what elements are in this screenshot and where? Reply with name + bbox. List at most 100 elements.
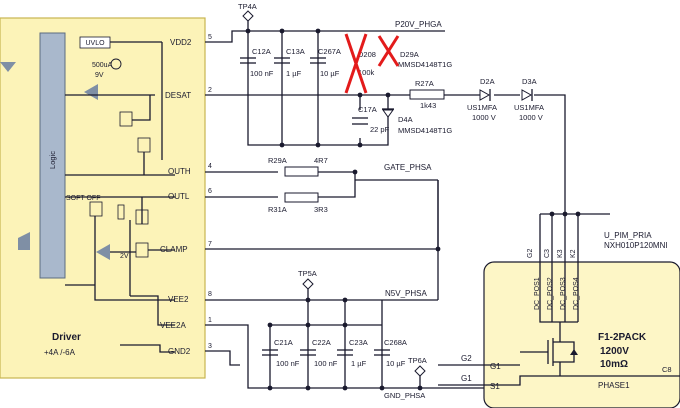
resistor-r27a: R27A 1k43 xyxy=(409,79,445,110)
c8-label: C8 xyxy=(662,365,672,374)
driver-internal-wiring xyxy=(65,42,175,353)
cap-c22a: C22A 100 nF xyxy=(300,338,338,368)
tp5a-label: TP5A xyxy=(298,269,317,278)
current-source-icon xyxy=(110,58,122,70)
net-gate-wire xyxy=(205,171,438,198)
desat-filter-wiring xyxy=(359,95,389,146)
cap-c13a-value: 1 µF xyxy=(286,69,302,78)
removed-d29a-value: MMSD4148T1G xyxy=(398,60,452,69)
resistor-r29a: R29A 4R7 xyxy=(268,156,328,177)
removed-parts-group: D208 100k D29A MMSD4148T1G xyxy=(344,33,452,94)
cap-c17a-ref: C17A xyxy=(358,105,377,114)
module-ref-label: U_PIM_PRIA xyxy=(604,231,652,240)
cap-c23a-value: 1 µF xyxy=(351,359,367,368)
diode-d4a: D4A MMSD4148T1G xyxy=(382,108,452,135)
diode-d2a-rating: 1000 V xyxy=(472,113,496,122)
soft-off-label: SOFT OFF xyxy=(66,195,100,202)
resistor-r31a-ref: R31A xyxy=(268,205,287,214)
input-arrow-top xyxy=(0,62,16,72)
soft-off-resistor-icon xyxy=(117,204,125,220)
module-part-label: NXH010P120MNI xyxy=(604,241,668,250)
cap-c17a: C17A 22 pF xyxy=(352,105,390,134)
module-pin-k2: K2 xyxy=(570,249,577,258)
cap-c267a: C267A 10 µF xyxy=(310,47,341,78)
logic-block xyxy=(39,32,66,279)
cap-c268a: C268A 10 µF xyxy=(374,338,407,368)
junction-dots xyxy=(245,28,581,391)
strike-mark-1 xyxy=(344,33,368,94)
current-source-label: 500uA xyxy=(92,62,113,69)
tp6a-testpoint-icon[interactable] xyxy=(414,365,426,377)
module-dc-pos1: DC_POS1 xyxy=(534,277,541,310)
diode-d4a-ref: D4A xyxy=(398,115,413,124)
desat-comparator-icon xyxy=(84,84,98,100)
diode-d3a-part: US1MFA xyxy=(514,103,544,112)
tp4a-testpoint-icon[interactable] xyxy=(242,10,254,22)
clamp-comparator-icon xyxy=(96,244,110,260)
module-dc-pos2: DC_POS2 xyxy=(547,277,554,310)
cap-c267a-value: 10 µF xyxy=(320,69,340,78)
module-dc-pos3: DC_POS3 xyxy=(560,277,567,310)
mosfet-icon xyxy=(520,338,578,376)
cap-c23a: C23A 1 µF xyxy=(337,338,368,368)
cap-c23a-ref: C23A xyxy=(349,338,368,347)
resistor-r27a-ref: R27A xyxy=(415,79,434,88)
module-rdson: 10mΩ xyxy=(600,359,628,370)
module-pin-c3: C3 xyxy=(544,249,551,258)
cap-c268a-ref: C268A xyxy=(384,338,407,347)
driver-title: Driver xyxy=(52,332,81,343)
bottom-cap-rails xyxy=(269,300,383,388)
cap-c12a-ref: C12A xyxy=(252,47,271,56)
module-pin-s1: S1 xyxy=(490,382,500,391)
pin-gnd2-num: 3 xyxy=(208,343,212,350)
module-voltage: 1200V xyxy=(600,346,629,357)
module-dc-pos4: DC_POS4 xyxy=(573,277,580,310)
resistor-r27a-value: 1k43 xyxy=(420,101,436,110)
module-name: F1-2PACK xyxy=(598,332,647,343)
resistor-r29a-value: 4R7 xyxy=(314,156,328,165)
resistor-r31a-value: 3R3 xyxy=(314,205,328,214)
pin-vee2b-name: VEE2A xyxy=(160,321,186,330)
pin-vee2b-num: 1 xyxy=(208,317,212,324)
pin-clamp-name: CLAMP xyxy=(160,245,188,254)
tp6a-label: TP6A xyxy=(408,356,427,365)
soft-off-transistor-icon xyxy=(89,201,103,217)
cap-c13a: C13A 1 µF xyxy=(274,47,305,78)
desat-ref-label: 9V xyxy=(95,72,104,79)
diode-d3a: D3A US1MFA 1000 V xyxy=(514,77,544,122)
resistor-r31a: R31A 3R3 xyxy=(268,192,328,214)
driver-rating: +4A /-6A xyxy=(44,348,76,357)
net-gnd2-wire xyxy=(205,350,240,366)
gate-net-label: GATE_PHSA xyxy=(384,163,432,172)
cap-c12a-value: 100 nF xyxy=(250,69,274,78)
diode-d4a-value: MMSD4148T1G xyxy=(398,126,452,135)
removed-d29a-ref: D29A xyxy=(400,50,419,59)
cap-c17a-value: 22 pF xyxy=(370,125,390,134)
diode-d3a-rating: 1000 V xyxy=(519,113,543,122)
pin-vee2a-name: VEE2 xyxy=(168,295,189,304)
module-internal-bus xyxy=(539,262,579,340)
diode-d3a-ref: D3A xyxy=(522,77,537,86)
resistor-r29a-ref: R29A xyxy=(268,156,287,165)
n5v-net-label: N5V_PHSA xyxy=(385,289,427,298)
uvlo-label: UVLO xyxy=(85,40,105,47)
cap-c268a-value: 10 µF xyxy=(386,359,406,368)
gnd-phsa-net-label: GND_PHSA xyxy=(384,391,425,400)
top-cap-rails xyxy=(247,31,360,146)
removed-d208-ref: D208 xyxy=(358,50,376,59)
input-arrow-bottom xyxy=(18,232,30,250)
clamp-ref-label: 2V xyxy=(120,253,129,260)
pin-vdd2-name: VDD2 xyxy=(170,38,192,47)
pin-gnd2-name: GND2 xyxy=(168,347,191,356)
driver-ic-block xyxy=(0,17,206,379)
desat-chain-wire xyxy=(395,94,566,214)
diode-d2a: D2A US1MFA 1000 V xyxy=(467,77,497,122)
g1-net-label: G1 xyxy=(461,374,472,383)
tp5a-testpoint-icon[interactable] xyxy=(302,278,314,290)
removed-d208-value: 100k xyxy=(358,68,375,77)
module-top-pin-wires xyxy=(437,180,610,300)
desat-switch-icon xyxy=(119,111,133,127)
module-gate-source-wires xyxy=(438,364,680,386)
pin-outl-num: 6 xyxy=(208,188,212,195)
diode-d2a-ref: D2A xyxy=(480,77,495,86)
